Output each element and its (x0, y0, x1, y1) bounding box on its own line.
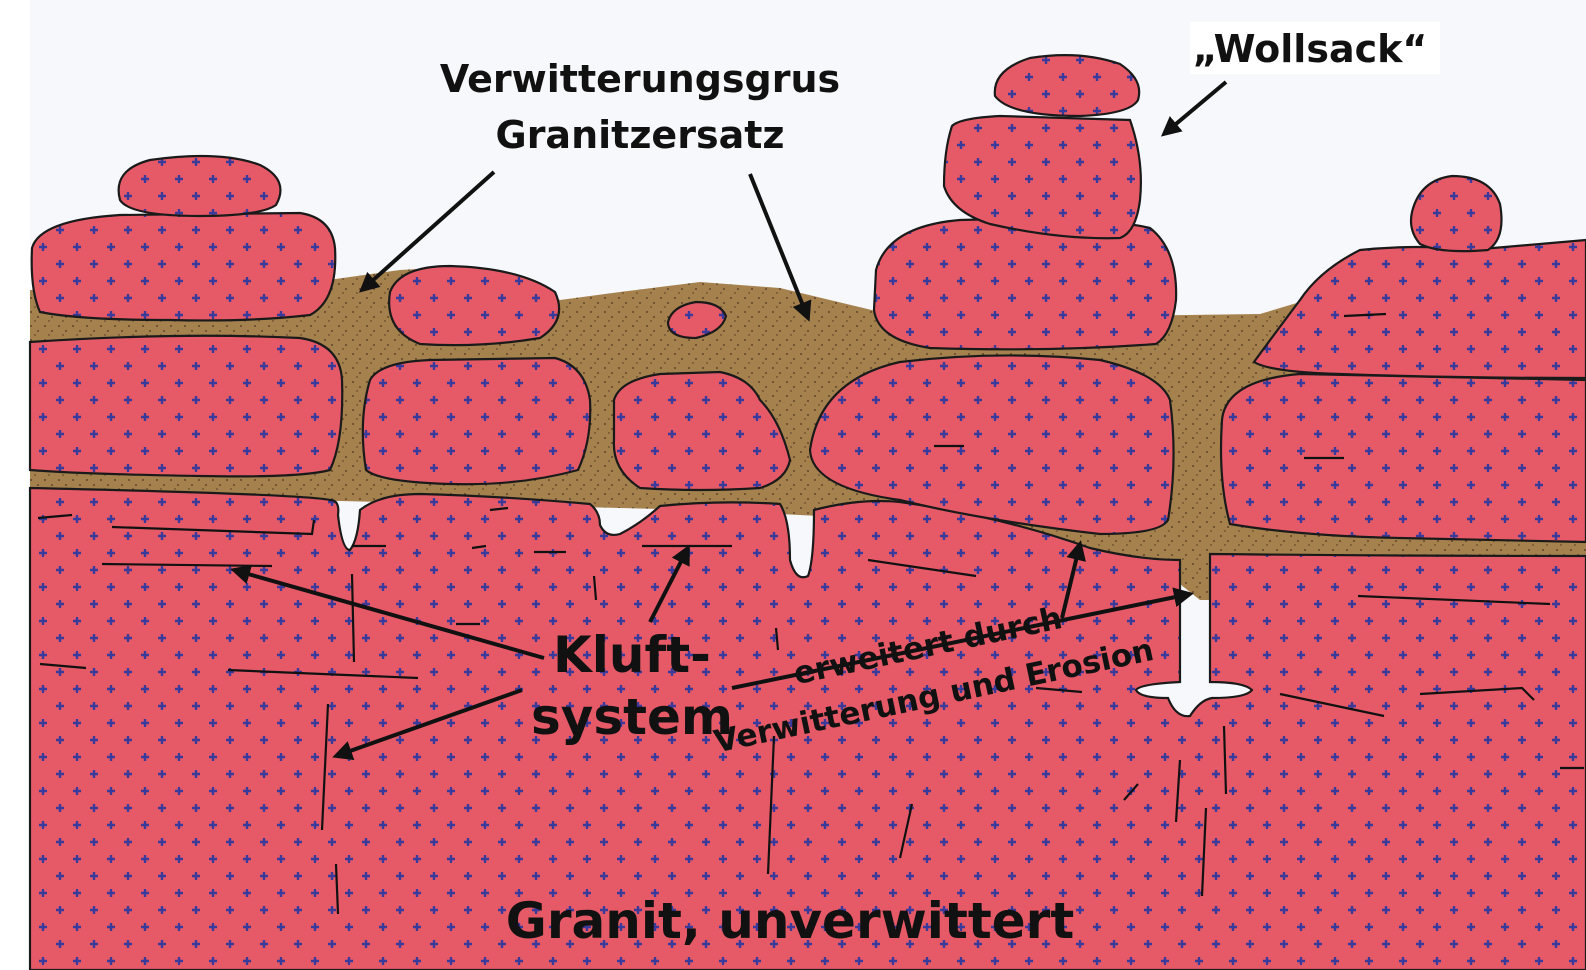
block-mid-left (363, 358, 590, 484)
block-tower-base (874, 219, 1176, 349)
label-wollsack: „Wollsack“ (1193, 27, 1428, 71)
block-left-cap (119, 156, 281, 216)
left-white-margin (0, 0, 30, 970)
label-kluft-line1: Kluft- (553, 626, 711, 684)
block-left-lower (30, 336, 342, 477)
block-right-lower (1221, 374, 1586, 542)
label-grus-line2: Granitzersatz (496, 113, 785, 157)
label-grus-line1: Verwitterungsgrus (440, 57, 840, 101)
block-tower-cap (995, 55, 1139, 116)
label-granit: Granit, unverwittert (506, 892, 1074, 950)
block-left-upper (32, 213, 336, 320)
label-kluft-line2: system (531, 688, 733, 746)
block-right-cap (1411, 176, 1502, 251)
